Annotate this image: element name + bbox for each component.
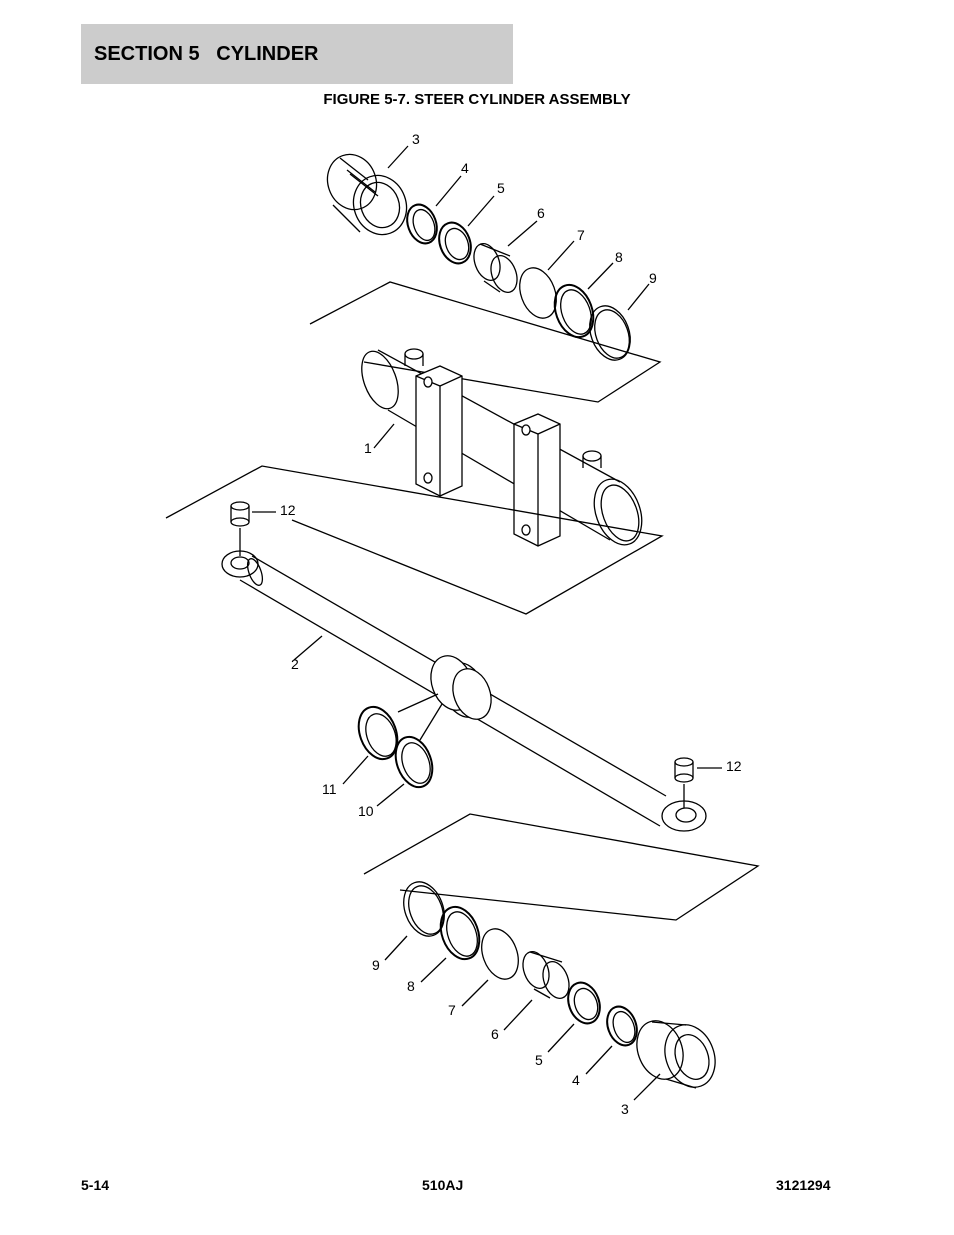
- mount-bracket-right: [513, 413, 561, 547]
- rod-group: [221, 501, 722, 832]
- footer-page-number: 5-14: [81, 1177, 110, 1193]
- rod-bushing-top: [230, 501, 276, 556]
- callout-4-upper: 4: [461, 160, 469, 176]
- barrel-port-right: [582, 450, 602, 468]
- upper-bearing-part: [473, 243, 518, 293]
- upper-gland-part: [326, 153, 408, 236]
- callout-8-upper: 8: [615, 249, 623, 265]
- figure-title: FIGURE 5-7. STEER CYLINDER ASSEMBLY: [323, 91, 631, 108]
- barrel-group: [165, 348, 664, 615]
- piston: [430, 655, 492, 720]
- callout-3-upper: 3: [412, 131, 420, 147]
- callout-3-lower: 3: [621, 1101, 629, 1117]
- upper-gland-group: [309, 145, 662, 403]
- callout-6-lower: 6: [491, 1026, 499, 1042]
- footer-model: 510AJ: [422, 1177, 464, 1193]
- section-header: SECTION 5 CYLINDER: [81, 24, 513, 84]
- callout-12-upper: 12: [280, 502, 296, 518]
- mount-bracket-left: [415, 365, 463, 497]
- rod-bushing-bottom: [674, 757, 722, 808]
- callout-1: 1: [364, 440, 372, 456]
- lower-gland-group: [363, 813, 760, 1101]
- lower-gland-part: [636, 1020, 716, 1089]
- callout-10: 10: [358, 803, 374, 819]
- callout-8-lower: 8: [407, 978, 415, 994]
- callout-11: 11: [322, 781, 337, 797]
- upper-assembly-plane: [309, 281, 662, 403]
- callout-2: 2: [291, 656, 299, 672]
- callout-9-upper: 9: [649, 270, 657, 286]
- section-title: SECTION 5 CYLINDER: [94, 42, 319, 65]
- piston-seals: [342, 693, 443, 807]
- callout-7-lower: 7: [448, 1002, 456, 1018]
- callout-4-lower: 4: [572, 1072, 580, 1088]
- callout-9-lower: 9: [372, 957, 380, 973]
- callout-12-lower: 12: [726, 758, 742, 774]
- barrel-port-left: [404, 348, 424, 366]
- callout-5-upper: 5: [497, 180, 505, 196]
- footer-doc-number: 3121294: [776, 1177, 831, 1193]
- callout-6-upper: 6: [537, 205, 545, 221]
- callout-5-lower: 5: [535, 1052, 543, 1068]
- lower-bearing-part: [522, 951, 570, 999]
- callout-7-upper: 7: [577, 227, 585, 243]
